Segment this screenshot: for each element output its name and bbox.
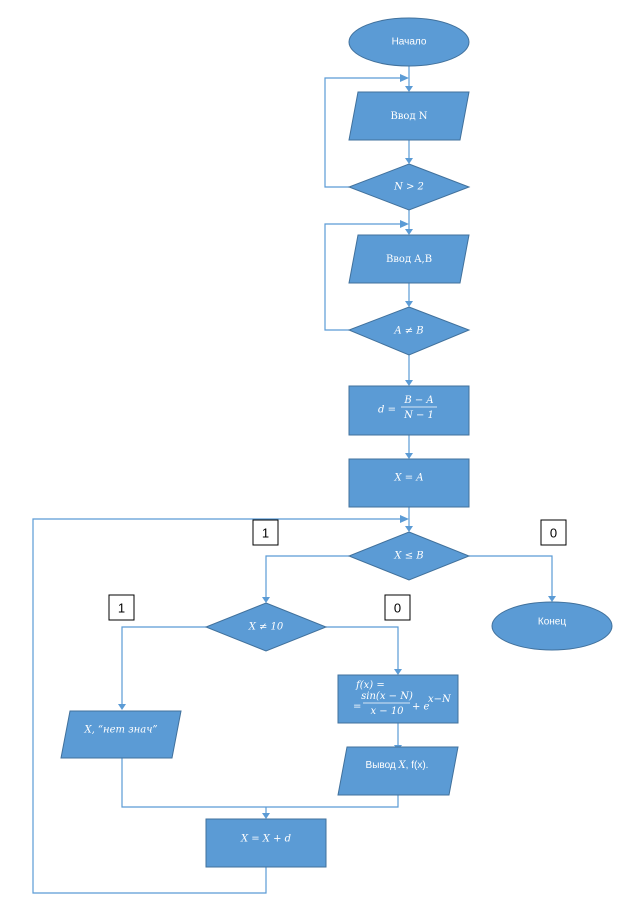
input-n-block: Ввод N	[348, 91, 470, 141]
assign-x-label: X = A	[393, 473, 423, 484]
connector-step-loop	[32, 518, 405, 894]
formula-f-numerator: sin(x − N)	[361, 691, 413, 702]
arrowhead	[262, 813, 270, 819]
formula-f-denominator: x − 10	[370, 706, 404, 717]
cond-x-block: X ≤ B	[347, 531, 471, 581]
cond-x10-label: X ≠ 10	[248, 622, 284, 633]
input-ab-label: Ввод A,B	[386, 254, 432, 265]
start-ellipse	[348, 17, 470, 67]
end-ellipse	[491, 601, 613, 651]
branch-label-box	[540, 519, 567, 546]
connector-condn-loop	[324, 77, 405, 188]
output-xf-var: X	[398, 760, 407, 771]
assign-x-rect	[348, 458, 470, 508]
arrowhead	[548, 596, 556, 602]
arrowheads	[118, 74, 556, 819]
end-terminal: Конец	[491, 601, 613, 651]
cond-n-diamond	[347, 163, 471, 211]
input-n-label-text: Ввод N	[390, 111, 427, 122]
arrowhead	[405, 526, 413, 532]
end-label: Конец	[538, 617, 566, 628]
connectors	[32, 66, 553, 894]
output-none-label: X, “нет знач”	[83, 725, 157, 736]
formula-f-prefix: =	[353, 702, 361, 713]
input-ab-block: Ввод A,B	[348, 234, 470, 284]
formula-d-lhs: d =	[378, 405, 396, 416]
step-x-rect	[205, 818, 327, 868]
start-label: Начало	[392, 37, 427, 48]
formula-d-rect	[348, 385, 470, 436]
cond-ab-block: A ≠ B	[347, 306, 471, 356]
step-x-block: X = X + d	[205, 818, 327, 868]
connector-condx-true	[265, 555, 349, 599]
cond-n-label: N > 2	[393, 182, 424, 193]
connector-condx10-false	[326, 626, 399, 671]
start-terminal: Начало	[348, 17, 470, 67]
cond-x10-diamond	[204, 602, 328, 652]
connector-condx-false	[469, 555, 553, 598]
arrowhead	[405, 301, 413, 307]
connector-join	[121, 758, 399, 808]
branch-label-text: 0	[550, 526, 557, 541]
cond-x-diamond	[347, 531, 471, 581]
input-n-parallelogram	[348, 91, 470, 141]
branch-label-cond-x-true: 1	[252, 519, 279, 546]
input-ab-parallelogram	[348, 234, 470, 284]
branch-label-text: 1	[262, 526, 269, 541]
formula-d-denominator: N − 1	[403, 410, 434, 421]
arrowhead	[405, 86, 413, 92]
branch-label-box	[384, 594, 411, 621]
cond-n-block: N > 2	[347, 163, 471, 211]
cond-ab-label: A ≠ B	[393, 326, 423, 337]
input-ab-label-text: Ввод A,B	[386, 254, 432, 265]
arrowhead	[118, 704, 126, 710]
cond-x10-block: X ≠ 10	[204, 602, 328, 652]
formula-f-block: f(x) = = sin(x − N) x − 10 + e x−N	[337, 674, 459, 724]
cond-ab-diamond	[347, 306, 471, 356]
arrowhead	[405, 453, 413, 459]
branch-label-text: 1	[118, 601, 125, 616]
arrowhead	[400, 74, 409, 82]
input-n-label: Ввод N	[390, 111, 427, 122]
formula-f-tail: + e	[412, 702, 430, 713]
output-xf-parallelogram	[337, 746, 459, 796]
connector-condx10-true	[121, 626, 206, 706]
formula-f-line1: f(x) =	[355, 680, 385, 691]
branch-label-box	[108, 594, 135, 621]
step-x-label: X = X + d	[240, 834, 291, 845]
output-xf-prefix: Вывод	[366, 760, 399, 771]
arrowhead	[394, 669, 402, 675]
arrowhead	[405, 158, 413, 164]
branch-label-cond-x10-false: 0	[384, 594, 411, 621]
output-none-parallelogram	[60, 710, 182, 759]
arrowhead	[262, 597, 270, 603]
output-xf-block: Вывод X, f(x).	[337, 746, 459, 796]
output-xf-suffix: , f(x).	[406, 760, 429, 771]
arrowhead	[400, 220, 409, 228]
formula-d-numerator: B − A	[403, 395, 433, 406]
connector-condab-loop	[324, 223, 405, 331]
branch-label-cond-x-false: 0	[540, 519, 567, 546]
cond-x-label: X ≤ B	[393, 551, 423, 562]
assign-x-block: X = A	[348, 458, 470, 508]
branch-label-text: 0	[394, 601, 401, 616]
arrowhead	[405, 229, 413, 235]
formula-f-rect	[337, 674, 459, 724]
branch-label-cond-x10-true: 1	[108, 594, 135, 621]
output-none-block: X, “нет знач”	[60, 710, 182, 759]
formula-f-exponent: x−N	[428, 694, 452, 705]
branch-label-box	[252, 519, 279, 546]
arrowhead	[405, 380, 413, 386]
output-xf-label: Вывод X, f(x).	[366, 760, 429, 771]
arrowhead	[400, 515, 409, 523]
formula-d-block: d = B − A N − 1	[348, 385, 470, 436]
